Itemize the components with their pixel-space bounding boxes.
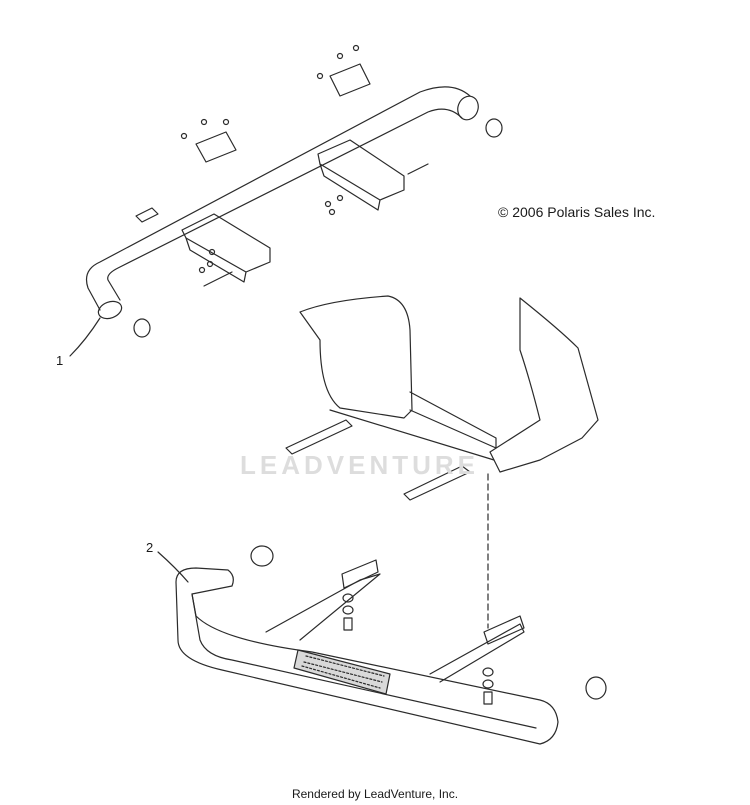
lower-step-plate (293, 649, 391, 695)
vehicle-mount-plates (285, 419, 471, 501)
lower-brackets (341, 559, 525, 645)
copyright-text: © 2006 Polaris Sales Inc. (498, 204, 656, 220)
footer-credit: Rendered by LeadVenture, Inc. (291, 787, 459, 801)
lower-hardware (342, 593, 494, 705)
lower-nerf-bar (175, 567, 559, 745)
lower-end-caps (250, 545, 607, 700)
callout-1-label: 1 (56, 353, 64, 368)
upper-bolts (180, 44, 429, 287)
upper-clamp-plates (135, 63, 371, 223)
upper-mount-brackets (181, 139, 405, 283)
vehicle-body-outline (299, 295, 599, 473)
upper-nerf-bar (85, 86, 479, 320)
watermark-text: LEADVENTURE (240, 450, 480, 480)
callout-2-leader (157, 551, 189, 583)
callout-1-leader (69, 317, 101, 357)
upper-end-caps (133, 118, 503, 338)
callout-2-label: 2 (146, 540, 154, 555)
